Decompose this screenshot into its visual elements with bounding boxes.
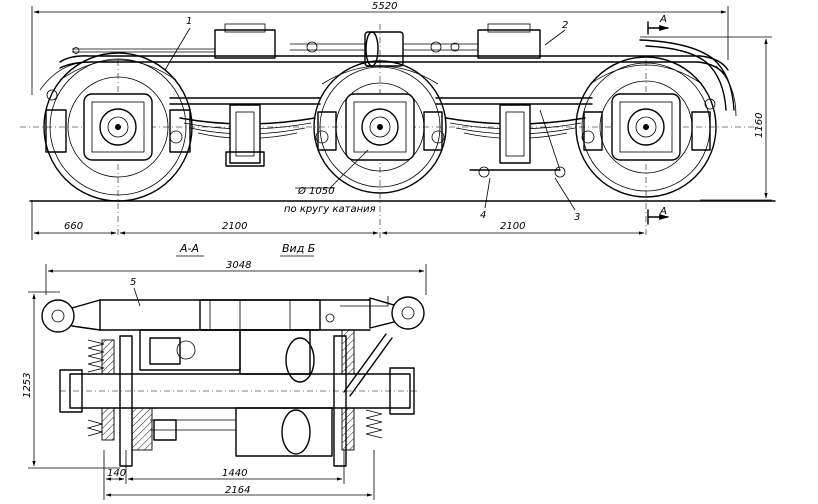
callout-5: 5 <box>130 277 141 307</box>
plan-axle <box>59 335 420 467</box>
callout-2-text: 2 <box>562 20 568 31</box>
plan-brake-lever <box>325 296 393 397</box>
view-label: Вид Б <box>282 242 315 255</box>
side-view: 5520 1160 А А <box>20 1 776 240</box>
callout-5-text: 5 <box>130 277 136 288</box>
dimension-end-offset-text: 660 <box>64 221 83 232</box>
dimension-plan-depth-text: 1253 <box>22 373 33 398</box>
section-mark-a: А А <box>647 14 669 225</box>
plan-coil-springs <box>86 339 383 439</box>
leaf-spring-left <box>179 104 316 167</box>
dimension-height-text: 1160 <box>754 113 765 138</box>
wheel-diameter-text: Ø 1050 <box>297 185 335 197</box>
callout-4-text: 4 <box>480 210 486 221</box>
leaf-spring-right <box>445 104 586 178</box>
dimension-2164-text: 2164 <box>225 485 250 496</box>
section-a-top-text: А <box>659 14 667 25</box>
dimension-plan-width: 3048 <box>45 260 427 295</box>
centre-bolster <box>214 23 541 67</box>
section-label: А-А <box>179 242 199 255</box>
plan-traction-motor <box>150 329 333 457</box>
dimension-chain-bottom: 660 2100 2100 <box>31 200 645 240</box>
callout-2: 2 <box>544 20 568 46</box>
plan-view: А-А Вид Б 3048 1253 <box>22 242 427 500</box>
dimension-plan-width-text: 3048 <box>226 260 251 271</box>
callout-1-text: 1 <box>186 16 192 27</box>
wheel-right <box>575 56 717 198</box>
callout-3: 3 <box>554 177 580 223</box>
wheel-left <box>43 52 193 202</box>
dimension-plan-bottom: 140 1440 2164 <box>103 450 375 500</box>
bogie-frame <box>39 39 737 117</box>
dimension-overall-length: 5520 <box>31 1 729 95</box>
dimension-plan-depth: 1253 <box>22 291 120 469</box>
plan-end-lugs <box>41 296 425 333</box>
dimension-140-text: 140 <box>107 468 126 479</box>
dimension-wheelbase-2-text: 2100 <box>500 221 525 232</box>
dimension-wheelbase-1-text: 2100 <box>222 221 247 232</box>
wheel-middle <box>313 60 447 194</box>
dimension-1440-text: 1440 <box>222 468 247 479</box>
callout-1: 1 <box>164 16 192 71</box>
dimension-overall-length-text: 5520 <box>372 1 397 12</box>
section-a-bottom-text: А <box>659 206 667 217</box>
callout-4: 4 <box>480 177 491 221</box>
wheel-diameter-annotation: Ø 1050 по кругу катания <box>284 149 376 215</box>
plan-frame <box>99 299 371 451</box>
dimension-height: 1160 <box>640 36 772 201</box>
rolling-circle-text: по кругу катания <box>284 204 376 215</box>
callout-3-text: 3 <box>574 212 580 223</box>
